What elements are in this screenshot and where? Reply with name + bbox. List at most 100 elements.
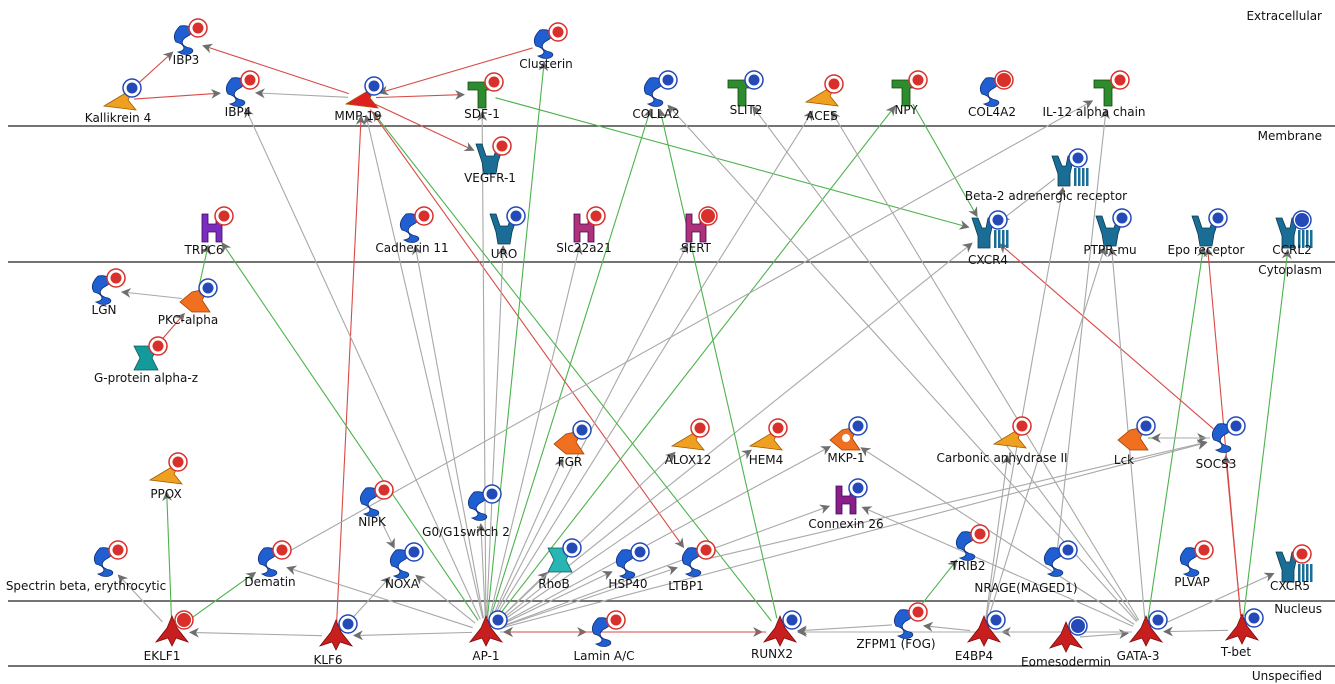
node-spectrin[interactable]: Spectrin beta, erythrocytic — [6, 540, 166, 593]
edge-pkcalpha-trpc6[interactable] — [198, 244, 211, 287]
edge-mmp19-ibp3[interactable] — [202, 43, 349, 95]
node-zfpm1[interactable]: ZFPM1 (FOG) — [856, 602, 936, 651]
edge-ap1-hem4[interactable] — [497, 449, 752, 625]
edge-zfpm1-runx2[interactable] — [796, 624, 893, 636]
node-eklf1[interactable]: EKLF1 — [144, 610, 194, 663]
edge-ap1-alox12[interactable] — [495, 451, 676, 623]
node-cah2[interactable]: Carbonic anhydrase II — [936, 416, 1068, 465]
edge-eomes-gata3[interactable] — [1079, 629, 1130, 639]
edge-mmp19-vegfr1[interactable] — [374, 103, 475, 152]
node-g0g1[interactable]: G0/G1switch 2 — [422, 484, 510, 539]
edge-runx2-colla2[interactable] — [657, 108, 778, 619]
edge-e4bp4-ptprmu[interactable] — [987, 246, 1107, 619]
edge-eklf1-ppox[interactable] — [162, 490, 173, 619]
node-ltbp1[interactable]: LTBP1 — [668, 540, 716, 593]
edge-mmp19-sdf1[interactable] — [375, 89, 465, 100]
edge-tbet-socs3[interactable] — [1221, 454, 1242, 617]
node-alox12[interactable]: ALOX12 — [665, 418, 712, 467]
edge-ap1-npy[interactable] — [494, 105, 896, 622]
node-trpc6[interactable]: TRPC6 — [184, 206, 234, 257]
edge-nipk-noxa[interactable] — [377, 514, 395, 549]
edge-ap1-fgr[interactable] — [491, 457, 564, 620]
node-clusterin[interactable]: Clusterin — [519, 22, 573, 71]
node-ibp4[interactable]: IBP4 — [225, 70, 260, 119]
edge-ap1-trpc6[interactable] — [221, 242, 479, 621]
edge-kallikrein4-ibp4[interactable] — [133, 88, 222, 100]
node-gata3[interactable]: GATA-3 — [1117, 610, 1168, 663]
node-noxa[interactable]: NOXA — [385, 542, 424, 591]
node-vegfr1[interactable]: VEGFR-1 — [464, 136, 516, 185]
node-eomes[interactable]: Eomesodermin — [1021, 616, 1111, 669]
node-lck[interactable]: Lck — [1114, 416, 1156, 467]
edge-gata3-slit2[interactable] — [752, 105, 1139, 622]
edge-tbet-gata3[interactable] — [1163, 626, 1229, 637]
edge-gata3-eporec[interactable] — [1147, 246, 1207, 619]
node-b2ar[interactable]: Beta-2 adrenergic receptor — [965, 148, 1127, 203]
node-connexin26[interactable]: Connexin 26 — [808, 478, 884, 531]
edge-ap1-hsp40[interactable] — [498, 571, 613, 627]
edge-tbet-ccrl2[interactable] — [1243, 248, 1292, 617]
edge-ap1-mkp1[interactable] — [498, 446, 832, 626]
node-hem4[interactable]: HEM4 — [749, 418, 788, 467]
node-cxcr5[interactable]: CXCR5 — [1270, 544, 1313, 593]
node-il12[interactable]: IL-12 alpha chain — [1042, 70, 1146, 119]
node-laminac[interactable]: Lamin A/C — [573, 610, 635, 663]
edge-e4bp4-cah2[interactable] — [985, 454, 1012, 619]
node-uro[interactable]: URO — [489, 206, 526, 261]
node-ap1[interactable]: AP-1 — [468, 610, 508, 663]
edge-b2ar-cxcr4[interactable] — [999, 178, 1056, 222]
edge-socs3-cxcr4[interactable] — [998, 243, 1214, 430]
node-ptprmu[interactable]: PTPR-mu — [1083, 208, 1137, 257]
node-klf6[interactable]: KLF6 — [313, 614, 358, 667]
edge-pkcalpha-lgn[interactable] — [120, 287, 183, 300]
edge-npy-cxcr4[interactable] — [912, 103, 978, 218]
edge-klf6-mmp19[interactable] — [336, 114, 366, 623]
edge-eklf1-spectrin[interactable] — [117, 574, 163, 623]
node-sert[interactable]: SERT — [681, 206, 718, 255]
edge-e4bp4-b2ar[interactable] — [985, 186, 1067, 619]
node-cxcr4[interactable]: CXCR4 — [968, 210, 1009, 267]
node-aces[interactable]: ACES — [804, 74, 844, 123]
edge-ap1-clusterin[interactable] — [486, 60, 549, 619]
edge-gata3-cxcr5[interactable] — [1158, 572, 1275, 627]
node-colla2[interactable]: COLLA2 — [632, 70, 680, 121]
edge-gata3-connexin26[interactable] — [861, 506, 1134, 627]
edge-ap1-slc22a21[interactable] — [488, 244, 583, 619]
node-mkp1[interactable]: MKP-1 — [827, 416, 868, 465]
edge-mmp19-ltbp1[interactable] — [369, 109, 685, 549]
node-plvap[interactable]: PLVAP — [1174, 540, 1214, 589]
edge-ap1-ltbp1[interactable] — [499, 565, 678, 629]
edge-ap1-connexin26[interactable] — [498, 504, 831, 628]
node-lgn[interactable]: LGN — [92, 268, 126, 317]
node-ppox[interactable]: PPOX — [148, 452, 188, 501]
node-pkcalpha[interactable]: PKC-alpha — [158, 278, 218, 327]
node-fgr[interactable]: FGR — [553, 420, 592, 469]
node-sdf1[interactable]: SDF-1 — [464, 72, 504, 121]
node-cadherin11[interactable]: Cadherin 11 — [375, 206, 449, 255]
edge-ap1-aces[interactable] — [492, 110, 813, 621]
edge-gata3-aces[interactable] — [830, 110, 1140, 621]
node-mmp19[interactable]: MMP-19 — [334, 76, 384, 123]
edge-ap1-cadherin11[interactable] — [411, 244, 485, 619]
node-tbet[interactable]: T-bet — [1220, 608, 1264, 659]
edge-klf6-eklf1[interactable] — [189, 627, 323, 638]
edge-ap1-uro[interactable] — [486, 244, 508, 619]
edge-ap1-mmp19[interactable] — [363, 114, 484, 619]
node-col4a2[interactable]: COL4A2 — [968, 70, 1016, 119]
node-nrage[interactable]: NRAGE(MAGED1) — [974, 540, 1078, 595]
node-slit2[interactable]: SLIT2 — [727, 70, 764, 117]
edge-ap1-g0g1[interactable] — [476, 522, 487, 619]
node-eporec[interactable]: Epo receptor — [1168, 208, 1245, 257]
node-kallikrein4[interactable]: Kallikrein 4 — [85, 78, 151, 125]
node-gpaz[interactable]: G-protein alpha-z — [94, 336, 198, 385]
edge-ap1-socs3[interactable] — [499, 440, 1208, 629]
edge-mmp19-ibp4[interactable] — [254, 88, 349, 99]
edge-ap1-sdf1[interactable] — [477, 111, 488, 619]
edge-ap1-noxa[interactable] — [415, 574, 476, 624]
node-runx2[interactable]: RUNX2 — [751, 610, 802, 661]
edge-runx2-mmp19[interactable] — [372, 111, 772, 622]
edge-e4bp4-zfpm1[interactable] — [922, 621, 971, 632]
edge-eklf1-dematin[interactable] — [183, 571, 257, 625]
node-dematin[interactable]: Dematin — [244, 540, 296, 589]
edge-sdf1-cxcr4[interactable] — [495, 97, 970, 230]
